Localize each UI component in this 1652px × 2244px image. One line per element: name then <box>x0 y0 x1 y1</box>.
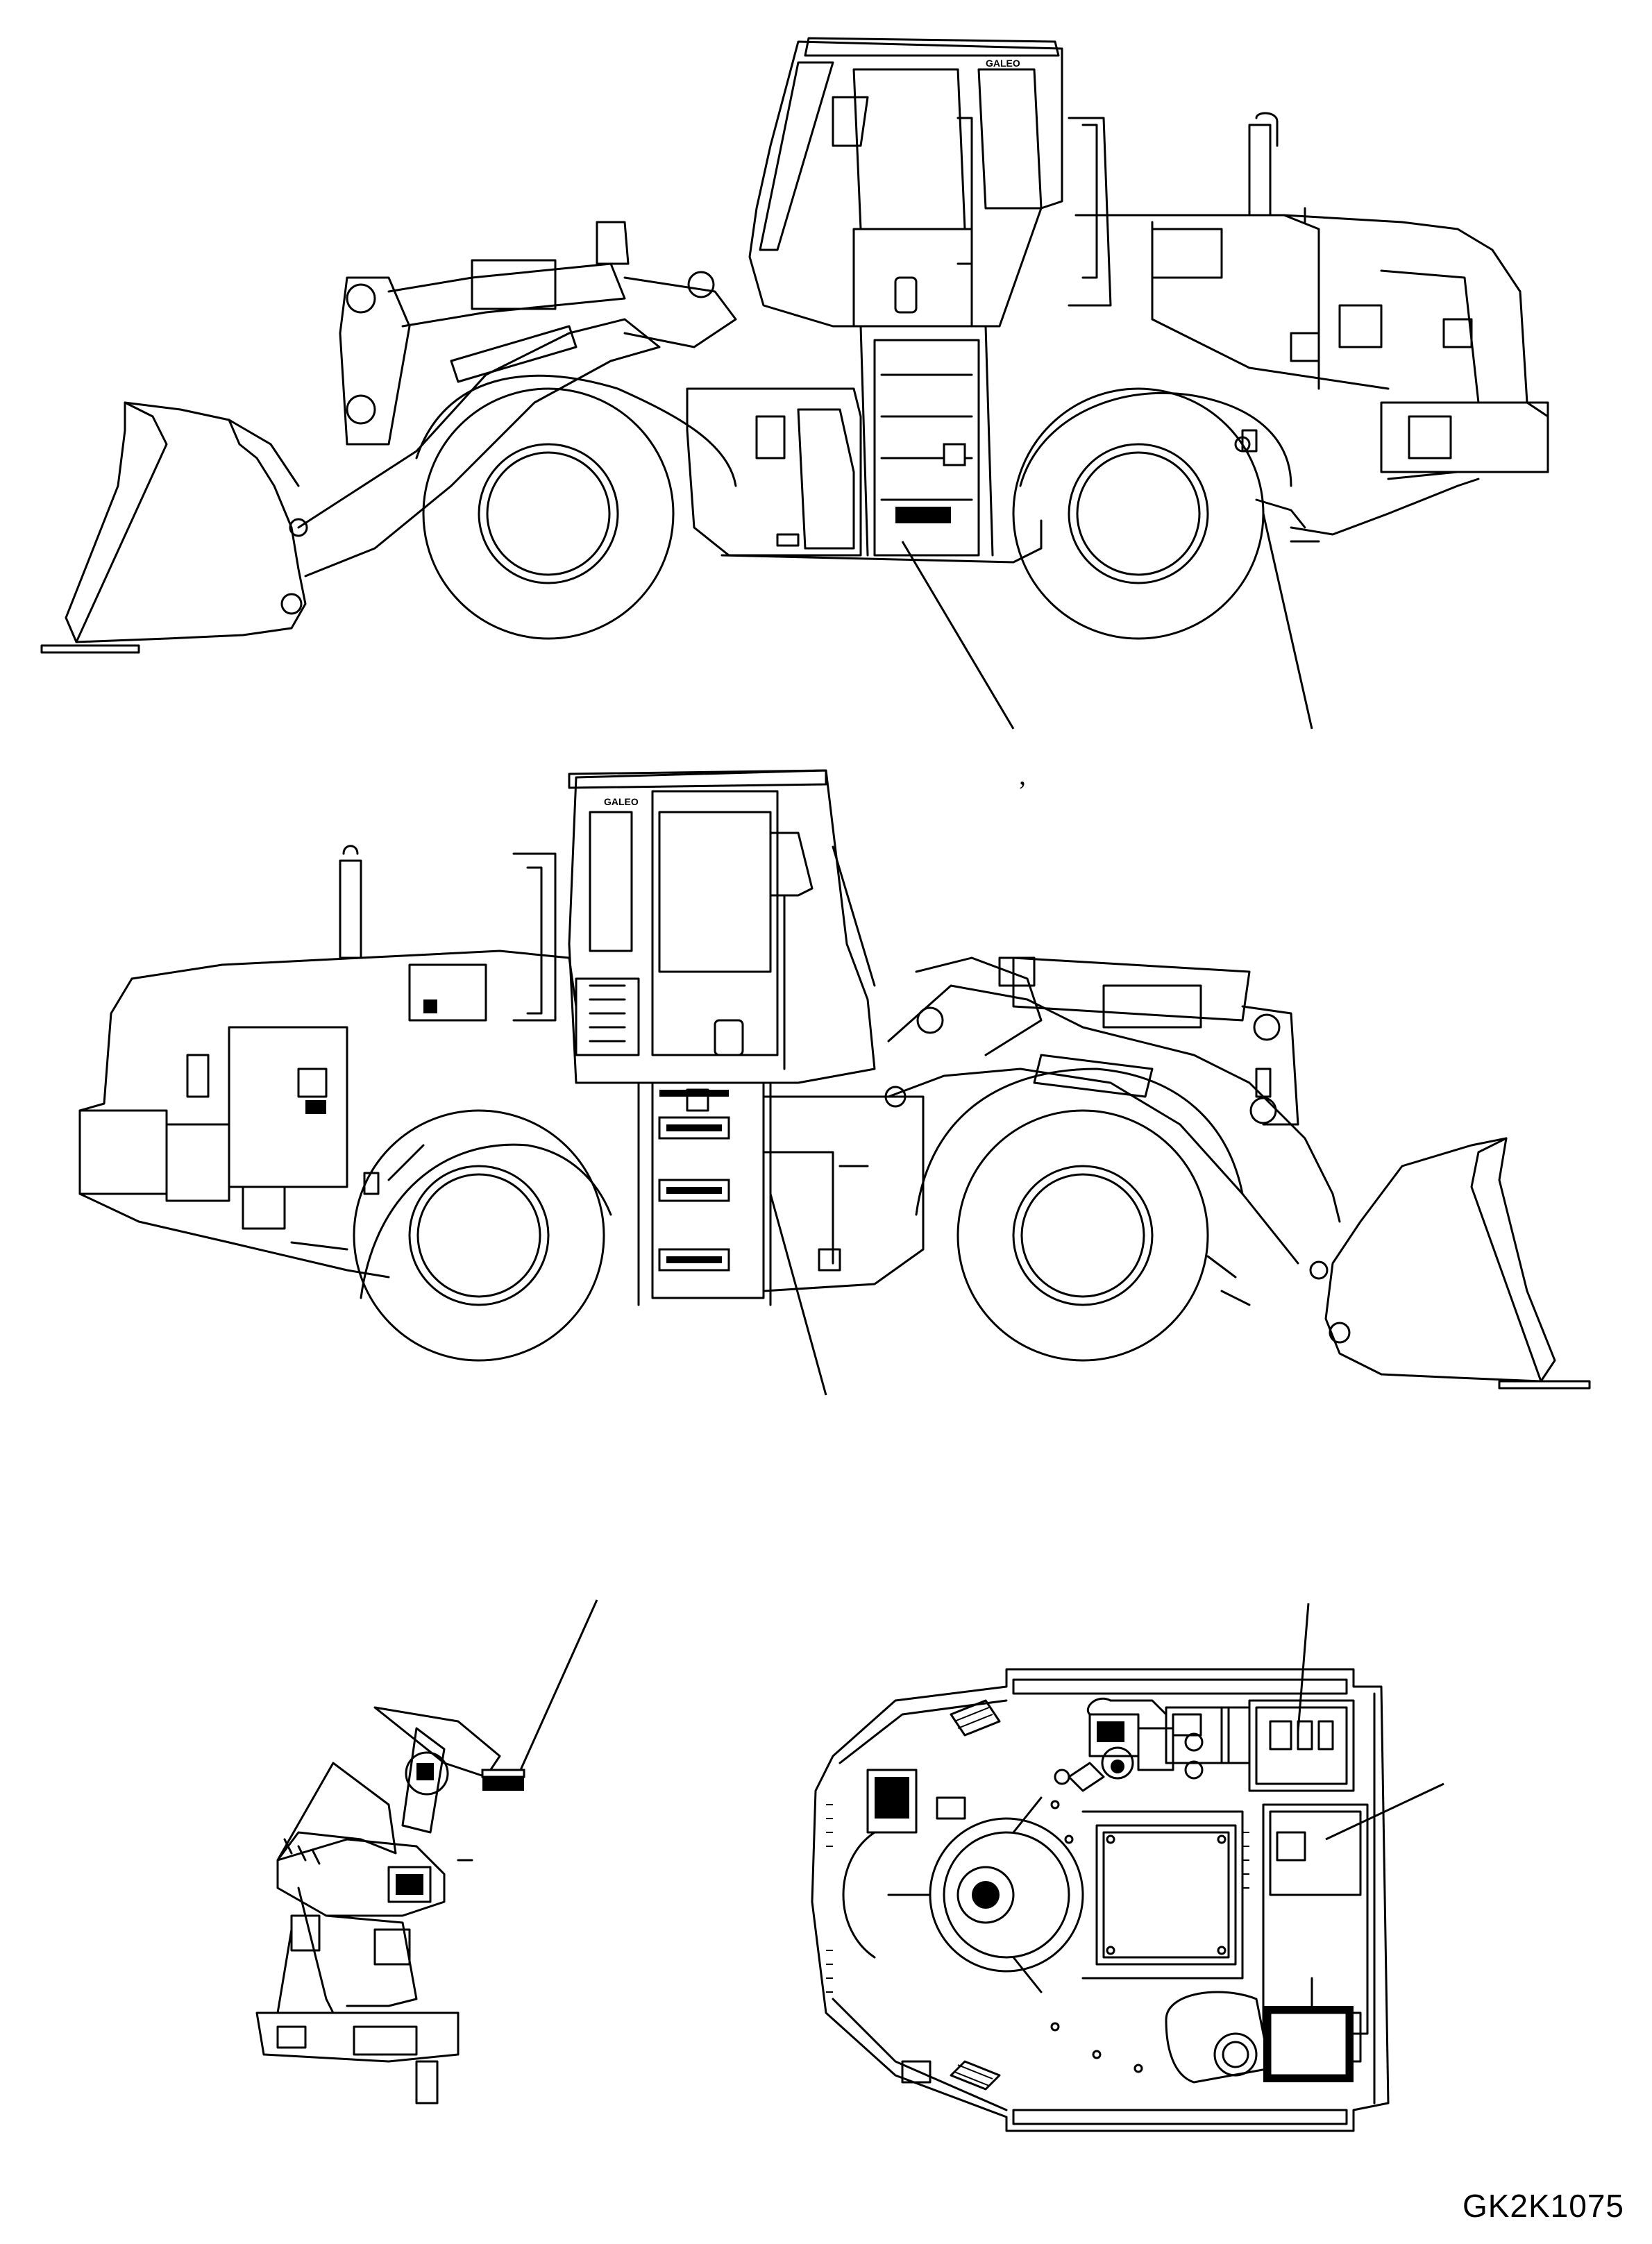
chassis-right <box>762 1095 925 1292</box>
stray-mark: , <box>1019 759 1026 791</box>
cab-brand-label-left: GALEO <box>986 58 1020 69</box>
bucket-right <box>1309 1137 1591 1390</box>
engine-hood-right <box>78 845 578 1279</box>
engine-hood-left <box>1074 112 1549 543</box>
boom-right <box>884 956 1341 1306</box>
rear-wheel-left <box>1012 387 1292 640</box>
left-side-view: GALEO <box>40 37 1549 729</box>
chassis-left <box>686 387 1480 564</box>
cab-right: GALEO <box>512 769 876 1084</box>
leader-line-6 <box>1325 1782 1444 1841</box>
cab-brand-label-right: GALEO <box>604 796 639 807</box>
front-wheel-right <box>915 1068 1244 1362</box>
leader-line-3 <box>769 1193 827 1396</box>
cab-floor-plan-view <box>811 1603 1444 2132</box>
bucket-left <box>40 401 308 654</box>
steering-column-side-view <box>255 1599 598 2104</box>
boom-left <box>297 221 737 577</box>
leader-line-2 <box>1262 513 1313 729</box>
right-side-view: GALEO <box>78 769 1591 1396</box>
steps-right <box>637 1081 772 1306</box>
front-wheel-left <box>415 374 737 640</box>
steps-left <box>859 325 994 557</box>
leader-line-1 <box>901 541 1015 729</box>
figure-code-label: GK2K1075 <box>1462 2188 1624 2224</box>
leader-line-5 <box>1297 1603 1310 1732</box>
leader-line-4 <box>519 1599 598 1771</box>
cab-left: GALEO <box>748 37 1112 328</box>
rear-wheel-right <box>353 1109 612 1362</box>
